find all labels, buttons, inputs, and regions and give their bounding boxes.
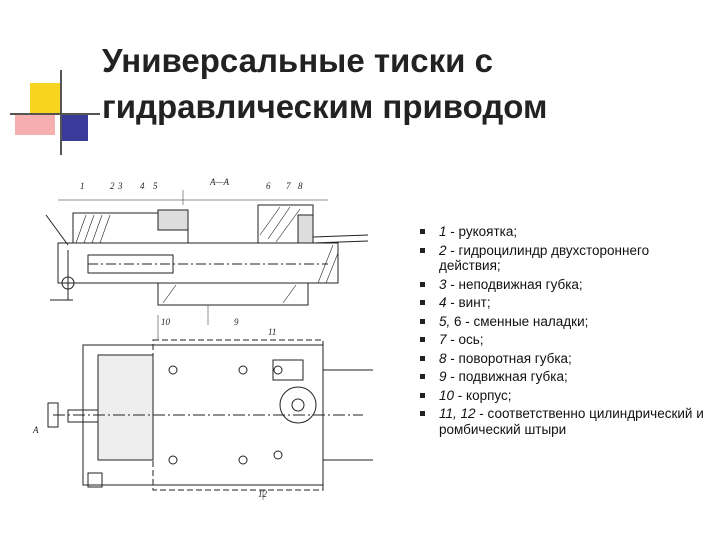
drawing-callout: 3 bbox=[117, 181, 123, 191]
list-item: 7 - ось; bbox=[418, 332, 708, 348]
drawing-callout: А bbox=[32, 425, 39, 435]
item-number: 5, bbox=[439, 313, 451, 329]
title-line-2: гидравлическим приводом bbox=[102, 88, 548, 125]
item-number: 4 bbox=[439, 295, 447, 310]
list-item: 5, 6 - сменные наладки; bbox=[418, 314, 708, 330]
list-item: 9 - подвижная губка; bbox=[418, 369, 708, 385]
decor-red-square bbox=[15, 113, 55, 135]
list-item: 11, 12 - соответственно цилиндрический и… bbox=[418, 406, 708, 437]
item-number: 7 bbox=[439, 332, 447, 347]
drawing-callout: 9 bbox=[234, 317, 239, 327]
item-number: 9 bbox=[439, 369, 447, 384]
drawing-callout: 4 bbox=[140, 181, 145, 191]
drawing-callout: 2 bbox=[110, 181, 115, 191]
item-text: - поворотная губка; bbox=[446, 350, 572, 366]
drawing-callout: 7 bbox=[286, 181, 291, 191]
drawing-callout: 1 bbox=[80, 181, 85, 191]
list-item: 3 - неподвижная губка; bbox=[418, 277, 708, 293]
drawing-callout: 11 bbox=[268, 327, 276, 337]
bullet-icon bbox=[420, 229, 425, 234]
item-number: 8 bbox=[439, 350, 447, 366]
vise-technical-drawing: 1 2 3 4 5 А—А 6 7 8 10 9 11 12 А bbox=[32, 177, 373, 500]
item-text: - корпус; bbox=[454, 387, 512, 403]
item-text: - подвижная губка; bbox=[446, 369, 568, 384]
item-text: - соответственно цилиндрический и ромбич… bbox=[439, 406, 704, 437]
list-item: 2 - гидроцилиндр двухстороннего действия… bbox=[418, 243, 708, 274]
decor-horizontal-line bbox=[10, 113, 100, 115]
item-number: 10 bbox=[439, 387, 455, 403]
list-item: 10 - корпус; bbox=[418, 388, 708, 404]
title-line-1: Универсальные тиски с bbox=[102, 42, 493, 79]
drawing-section-label: А—А bbox=[209, 177, 230, 187]
list-item: 4 - винт; bbox=[418, 295, 708, 311]
bullet-icon bbox=[420, 281, 425, 287]
drawing-callout: 6 bbox=[266, 181, 271, 191]
item-text: - винт; bbox=[446, 295, 491, 310]
decor-vertical-line bbox=[60, 70, 62, 155]
drawing-callout: 12 bbox=[258, 489, 268, 499]
list-item: 1 - рукоятка; bbox=[418, 224, 708, 240]
drawing-callout: 5 bbox=[153, 181, 158, 191]
bullet-icon bbox=[420, 374, 425, 379]
slide-title: Универсальные тиски с гидравлическим при… bbox=[102, 38, 702, 130]
item-text: - гидроцилиндр двухстороннего действия; bbox=[439, 242, 650, 274]
legend-list: 1 - рукоятка; 2 - гидроцилиндр двухсторо… bbox=[418, 224, 708, 440]
item-number: 2 bbox=[439, 242, 447, 258]
item-text: - ось; bbox=[446, 332, 484, 347]
bullet-icon bbox=[420, 355, 425, 361]
bullet-icon bbox=[420, 318, 425, 324]
item-text: - неподвижная губка; bbox=[446, 276, 583, 292]
bullet-icon bbox=[420, 247, 425, 253]
drawing-callout: 10 bbox=[161, 317, 171, 327]
item-text: - рукоятка; bbox=[446, 224, 518, 239]
item-number: 1 bbox=[439, 224, 447, 239]
item-number: 11, 12 bbox=[439, 406, 476, 421]
bullet-icon bbox=[420, 392, 425, 398]
list-item: 8 - поворотная губка; bbox=[418, 351, 708, 367]
bullet-icon bbox=[420, 411, 425, 416]
bullet-icon bbox=[420, 300, 425, 305]
bullet-icon bbox=[420, 337, 425, 342]
decor-yellow-square bbox=[30, 83, 60, 113]
item-text: 6 - сменные наладки; bbox=[450, 313, 589, 329]
decor-blue-square bbox=[60, 113, 88, 141]
item-number: 3 bbox=[439, 276, 447, 292]
drawing-callout: 8 bbox=[298, 181, 303, 191]
drawing-main-body bbox=[57, 242, 339, 284]
